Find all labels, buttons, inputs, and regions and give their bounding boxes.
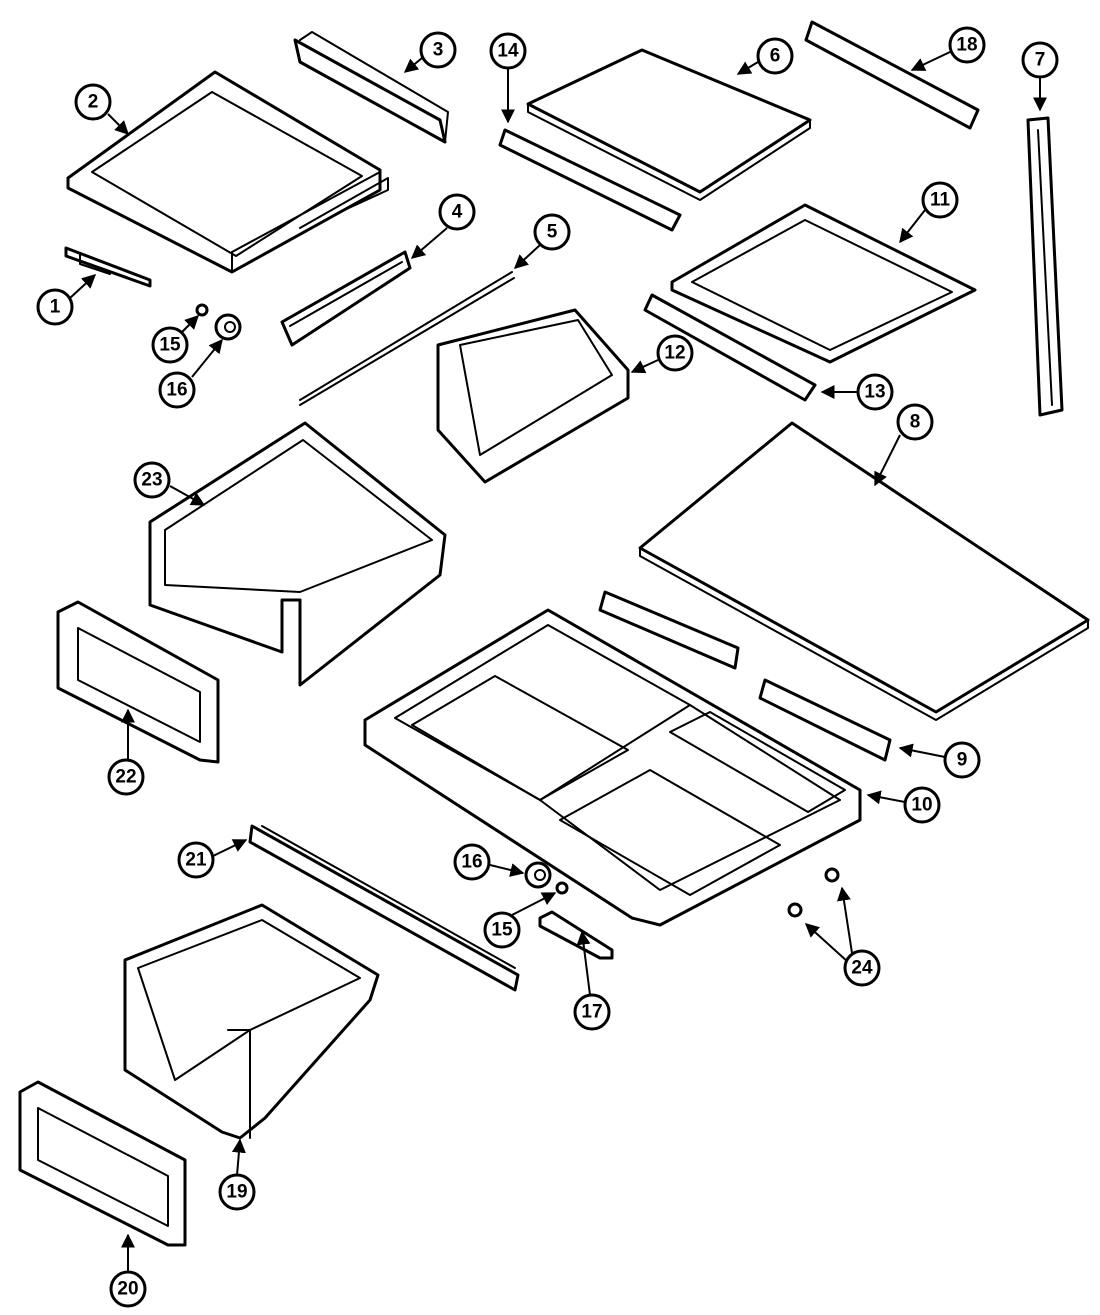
svg-text:16: 16 — [166, 380, 187, 401]
callout-15-lower: 15 — [483, 892, 557, 949]
svg-text:19: 19 — [226, 1182, 247, 1203]
svg-text:22: 22 — [115, 767, 136, 788]
svg-text:15: 15 — [159, 335, 181, 356]
svg-text:12: 12 — [664, 343, 685, 364]
svg-text:13: 13 — [864, 382, 885, 403]
svg-text:16: 16 — [461, 852, 482, 873]
bracket-part-17 — [538, 910, 614, 960]
svg-text:17: 17 — [581, 1002, 602, 1023]
callout-4: 4 — [410, 193, 476, 259]
screw-part-24a — [824, 867, 840, 883]
svg-text:6: 6 — [770, 46, 781, 67]
trim-part-18 — [804, 20, 980, 130]
crisper-pan-part-19 — [123, 903, 380, 1140]
screw-part-24b — [787, 902, 803, 918]
svg-text:4: 4 — [452, 202, 463, 223]
bracket-part-1 — [64, 246, 152, 288]
glass-panel-part-8 — [638, 421, 1090, 721]
svg-text:7: 7 — [1035, 50, 1046, 71]
glass-panel-part-6 — [526, 48, 812, 201]
callout-15-upper: 15 — [151, 315, 199, 364]
svg-text:9: 9 — [957, 750, 968, 771]
svg-text:20: 20 — [117, 1279, 138, 1300]
svg-text:14: 14 — [497, 41, 519, 62]
crisper-frame-part-10 — [363, 608, 862, 927]
svg-text:11: 11 — [930, 190, 951, 211]
callout-21: 21 — [177, 839, 248, 879]
svg-text:23: 23 — [141, 470, 162, 491]
callout-14: 14 — [489, 32, 527, 124]
crisper-front-part-22 — [56, 600, 220, 764]
callout-13: 13 — [820, 373, 894, 411]
svg-text:1: 1 — [50, 297, 61, 318]
trim-part-13 — [643, 293, 817, 402]
support-part-12 — [436, 308, 630, 484]
svg-text:3: 3 — [433, 40, 444, 61]
svg-text:2: 2 — [88, 92, 99, 113]
roller-part-16-lower — [524, 861, 552, 889]
retainer-part-3 — [293, 31, 449, 144]
standard-part-7 — [1026, 116, 1064, 417]
callout-8: 8 — [874, 403, 934, 487]
svg-text:10: 10 — [911, 795, 932, 816]
shelf-part-2 — [66, 70, 389, 274]
callout-5: 5 — [513, 213, 571, 269]
screw-part-15-upper — [195, 303, 209, 317]
callout-18: 18 — [910, 26, 986, 71]
svg-text:8: 8 — [910, 412, 921, 433]
rod-part-5 — [299, 271, 515, 406]
callout-20: 20 — [109, 1233, 147, 1308]
rail-part-21 — [248, 824, 520, 992]
callout-7: 7 — [1021, 41, 1059, 112]
svg-text:15: 15 — [491, 920, 513, 941]
callout-6: 6 — [736, 37, 794, 75]
callout-24: 24 — [804, 886, 881, 987]
callout-17: 17 — [573, 930, 611, 1031]
rail-part-9b — [758, 678, 892, 762]
callout-22: 22 — [107, 708, 145, 796]
svg-text:21: 21 — [185, 850, 207, 871]
rail-part-9a — [598, 590, 740, 670]
shelf-part-11 — [670, 203, 977, 364]
svg-text:24: 24 — [851, 958, 873, 979]
callout-9: 9 — [898, 741, 981, 779]
callout-16-upper: 16 — [158, 338, 223, 409]
crisper-front-part-20 — [18, 1080, 187, 1247]
callout-2: 2 — [74, 83, 129, 135]
svg-text:18: 18 — [956, 35, 977, 56]
svg-text:5: 5 — [547, 222, 558, 243]
callout-23: 23 — [133, 461, 206, 506]
roller-part-16-upper — [214, 313, 242, 341]
callout-10: 10 — [866, 786, 941, 824]
crisper-pan-part-23 — [148, 421, 447, 687]
slide-rail-part-4 — [280, 250, 412, 347]
callout-16-lower: 16 — [453, 843, 525, 881]
callout-1: 1 — [36, 274, 97, 326]
screw-part-15-lower — [555, 881, 569, 895]
callout-11: 11 — [899, 181, 959, 244]
callout-19: 19 — [218, 1138, 256, 1211]
callout-12: 12 — [630, 334, 694, 374]
callout-3: 3 — [403, 31, 457, 73]
trim-part-14 — [498, 128, 682, 232]
